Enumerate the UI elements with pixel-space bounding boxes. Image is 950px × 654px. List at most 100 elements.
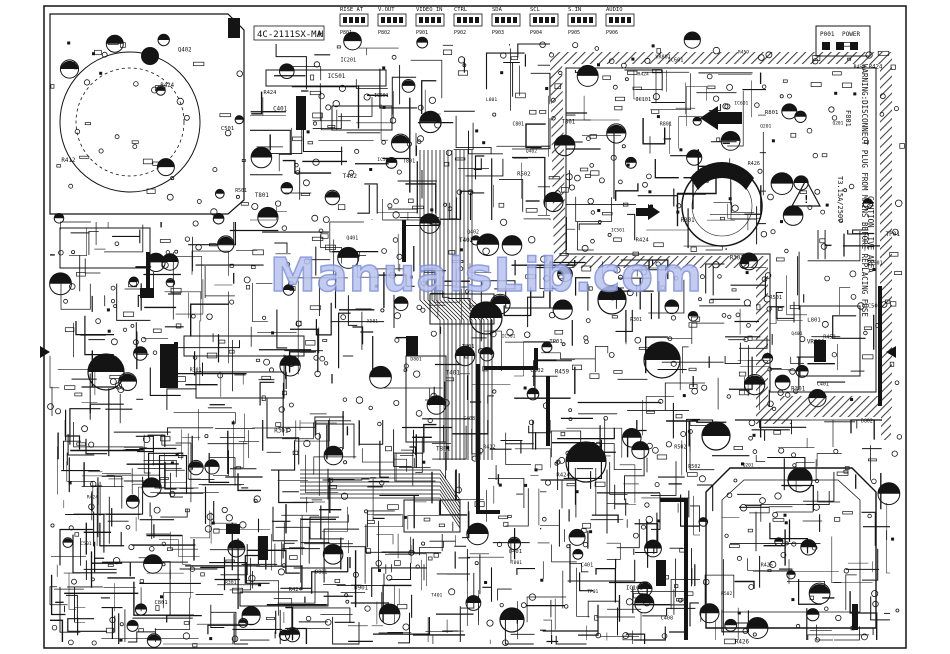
- resistor-pad: [309, 90, 322, 96]
- trace-segment: [845, 574, 857, 611]
- resistor-pad: [142, 158, 153, 165]
- resistor-pad: [443, 161, 450, 167]
- bus-line: [435, 150, 457, 460]
- trace-segment: [67, 433, 95, 456]
- solder-pad: [867, 513, 872, 519]
- connector-label: VIDEO IN: [416, 7, 443, 13]
- solder-pad: [196, 199, 202, 204]
- solder-pad: [231, 635, 239, 643]
- solder-pad: [277, 568, 285, 576]
- trace-segment: [338, 312, 351, 369]
- trace-segment: [93, 541, 105, 573]
- solder-pad: [393, 312, 401, 320]
- via-square: [679, 148, 683, 152]
- solder-pad: [545, 479, 552, 486]
- trace-segment: [412, 538, 442, 554]
- capacitor-polarity: [215, 189, 225, 194]
- resistor-pad: [589, 134, 597, 139]
- solder-pad: [74, 128, 81, 135]
- component-ref: R412: [61, 158, 75, 164]
- trace-segment: [664, 382, 705, 410]
- trace-segment: [503, 287, 532, 317]
- via-square: [524, 483, 528, 487]
- resistor-pad: [884, 299, 891, 304]
- solder-pad: [735, 312, 741, 318]
- solder-pad: [204, 434, 209, 439]
- component-ref: Q401: [509, 549, 522, 555]
- resistor-pad: [310, 74, 315, 81]
- trace-segment: [693, 495, 700, 536]
- solder-pad: [564, 604, 569, 609]
- large-capacitor-polarity: [566, 442, 606, 462]
- resistor-pad: [397, 604, 408, 610]
- trace-segment: [727, 203, 761, 219]
- resistor-pad: [305, 340, 316, 346]
- trace-segment: [577, 221, 594, 251]
- trace-segment: [323, 528, 360, 583]
- solder-pad: [499, 602, 504, 608]
- connector-pin: [589, 17, 593, 23]
- resistor-pad: [868, 458, 877, 462]
- solder-pad: [224, 129, 232, 137]
- solder-pad: [548, 311, 556, 319]
- via-square: [682, 394, 686, 398]
- component-ref: R502: [688, 464, 700, 470]
- resistor-pad: [566, 483, 577, 487]
- trace-segment: [270, 440, 296, 471]
- resistor-pad: [367, 520, 375, 524]
- trace-segment: [210, 604, 225, 628]
- trace-segment: [709, 214, 749, 231]
- solder-pad: [98, 148, 104, 154]
- trace-segment: [485, 52, 525, 90]
- connector-pin: [507, 17, 511, 23]
- capacitor-polarity: [644, 540, 662, 549]
- connector-label: RISE AT: [340, 7, 364, 13]
- solder-pad: [368, 405, 373, 411]
- capacitor-polarity: [402, 80, 415, 86]
- component-ref: R301: [681, 218, 695, 224]
- solder-pad: [765, 51, 773, 59]
- component-ref: IC501: [377, 157, 391, 163]
- solder-pad: [590, 238, 595, 244]
- connector-ref: P905: [568, 30, 580, 36]
- trace-segment: [63, 440, 81, 470]
- resistor-pad: [507, 514, 512, 518]
- solder-pad: [778, 447, 785, 454]
- trace-segment: [686, 85, 707, 126]
- resistor-pad: [167, 547, 173, 551]
- trace-segment: [849, 591, 878, 640]
- component-ref: D802: [861, 419, 873, 425]
- solder-pad: [722, 103, 729, 110]
- capacitor-polarity: [142, 477, 162, 488]
- trace-segment: [616, 519, 640, 549]
- trace-segment: [636, 420, 647, 437]
- trace-segment: [634, 523, 659, 542]
- solder-pad: [151, 86, 158, 94]
- solder-pad: [457, 56, 466, 64]
- capacitor-polarity: [127, 620, 139, 626]
- resistor-pad: [877, 50, 890, 56]
- resistor-pad: [632, 86, 642, 90]
- capacitor-polarity: [480, 347, 494, 355]
- resistor-pad: [821, 153, 828, 158]
- via-square: [648, 190, 652, 194]
- solder-pad: [724, 103, 731, 110]
- trace-segment: [208, 457, 236, 486]
- via-square: [853, 92, 857, 96]
- connector-pin: [399, 17, 403, 23]
- resistor-pad: [448, 250, 456, 255]
- arrow-right-icon: [636, 204, 660, 220]
- trace-segment: [578, 604, 599, 636]
- capacitor-polarity: [809, 584, 830, 594]
- resistor-pad: [756, 304, 761, 311]
- via-square: [271, 331, 275, 335]
- trace-segment: [66, 461, 94, 512]
- resistor-pad: [690, 316, 701, 322]
- resistor-pad: [309, 305, 322, 310]
- resistor-pad: [836, 471, 849, 476]
- resistor-pad: [427, 556, 433, 561]
- solder-pad: [408, 549, 415, 556]
- resistor-pad: [235, 466, 241, 470]
- via-square: [834, 91, 838, 95]
